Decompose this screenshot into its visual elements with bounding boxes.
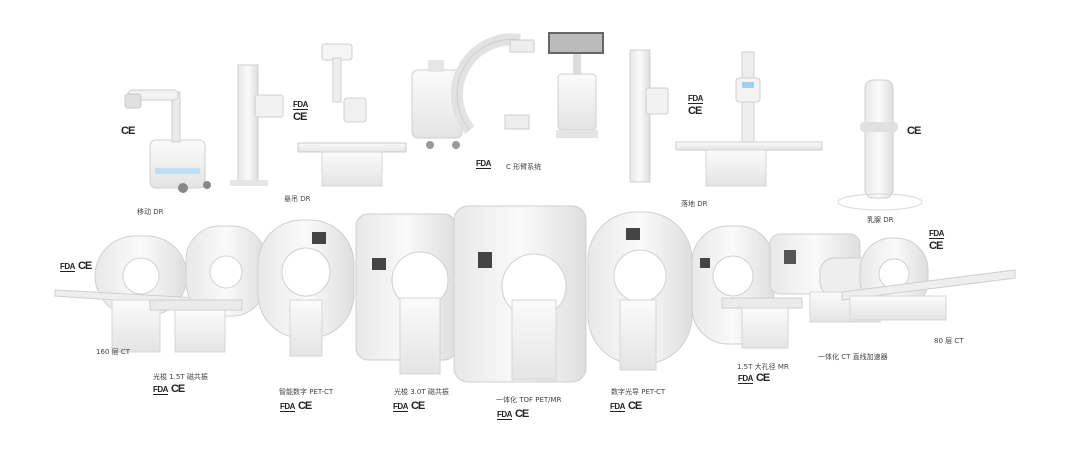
label-ct-linac: 一体化 CT 直线加速器 bbox=[818, 353, 888, 361]
ct-80-machine bbox=[841, 237, 1016, 321]
suspended-dr-machine bbox=[297, 43, 407, 187]
ce-mark: CE bbox=[121, 125, 135, 137]
floor-dr-wall-stand bbox=[629, 49, 669, 183]
fda-mark: FDA bbox=[497, 410, 512, 420]
label-mr-15t: 光梭 1.5T 磁共振 bbox=[153, 373, 208, 381]
ce-mark: CE bbox=[170, 383, 185, 395]
label-mr-wide: 1.5T 大孔径 MR bbox=[737, 363, 789, 371]
pet-mr-machine bbox=[453, 205, 587, 383]
fda-mark: FDA bbox=[60, 262, 75, 272]
ce-mark: CE bbox=[297, 400, 312, 412]
ce-mark: CE bbox=[627, 400, 642, 412]
ce-mark: CE bbox=[514, 408, 529, 420]
c-arm-monitor-cart bbox=[548, 32, 604, 138]
label-pet-mr: 一体化 TOF PET/MR bbox=[496, 396, 562, 404]
fda-mark: FDA bbox=[929, 229, 944, 239]
mr-wide-bore-machine bbox=[691, 225, 803, 349]
ce-mark: CE bbox=[755, 372, 770, 384]
mr-15t-machine bbox=[149, 225, 267, 353]
label-mobile-dr: 移动 DR bbox=[137, 208, 164, 216]
cert-mammo-dr: CE bbox=[907, 125, 921, 137]
cert-mobile-dr: CE bbox=[121, 125, 135, 137]
suspended-dr-wall-stand bbox=[230, 64, 284, 186]
label-ct-80: 80 层 CT bbox=[934, 337, 964, 345]
label-mammo-dr: 乳腺 DR bbox=[867, 216, 894, 224]
pet-ct-digital-machine bbox=[257, 219, 355, 357]
ce-mark: CE bbox=[907, 125, 921, 137]
ce-mark: CE bbox=[688, 105, 702, 117]
ce-mark: CE bbox=[410, 400, 425, 412]
cert-c-arm: FDA bbox=[476, 158, 494, 169]
floor-dr-machine bbox=[675, 51, 823, 187]
pet-ct-photon-machine bbox=[587, 211, 693, 371]
mammography-machine bbox=[837, 79, 923, 211]
label-c-arm: C 形臂系统 bbox=[506, 163, 542, 171]
ce-mark: CE bbox=[77, 260, 92, 272]
fda-mark: FDA bbox=[738, 374, 753, 384]
fda-mark: FDA bbox=[688, 94, 703, 104]
c-arm-machine bbox=[411, 33, 535, 149]
fda-mark: FDA bbox=[393, 402, 408, 412]
fda-mark: FDA bbox=[476, 159, 491, 169]
ce-mark: CE bbox=[293, 111, 307, 123]
fda-mark: FDA bbox=[293, 100, 308, 110]
fda-mark: FDA bbox=[280, 402, 295, 412]
label-floor-dr: 落地 DR bbox=[681, 200, 708, 208]
label-ct-160: 160 层 CT bbox=[96, 348, 130, 356]
label-suspended-dr: 悬吊 DR bbox=[284, 195, 311, 203]
fda-mark: FDA bbox=[153, 385, 168, 395]
mobile-dr-machine bbox=[124, 89, 211, 193]
mr-30t-machine bbox=[355, 213, 457, 375]
label-pet-ct-photon: 数字光导 PET-CT bbox=[611, 388, 666, 396]
ce-mark: CE bbox=[929, 240, 943, 252]
label-pet-ct-digital: 智能数字 PET-CT bbox=[279, 388, 334, 396]
fda-mark: FDA bbox=[610, 402, 625, 412]
label-mr-30t: 光梭 3.0T 磁共振 bbox=[394, 388, 449, 396]
